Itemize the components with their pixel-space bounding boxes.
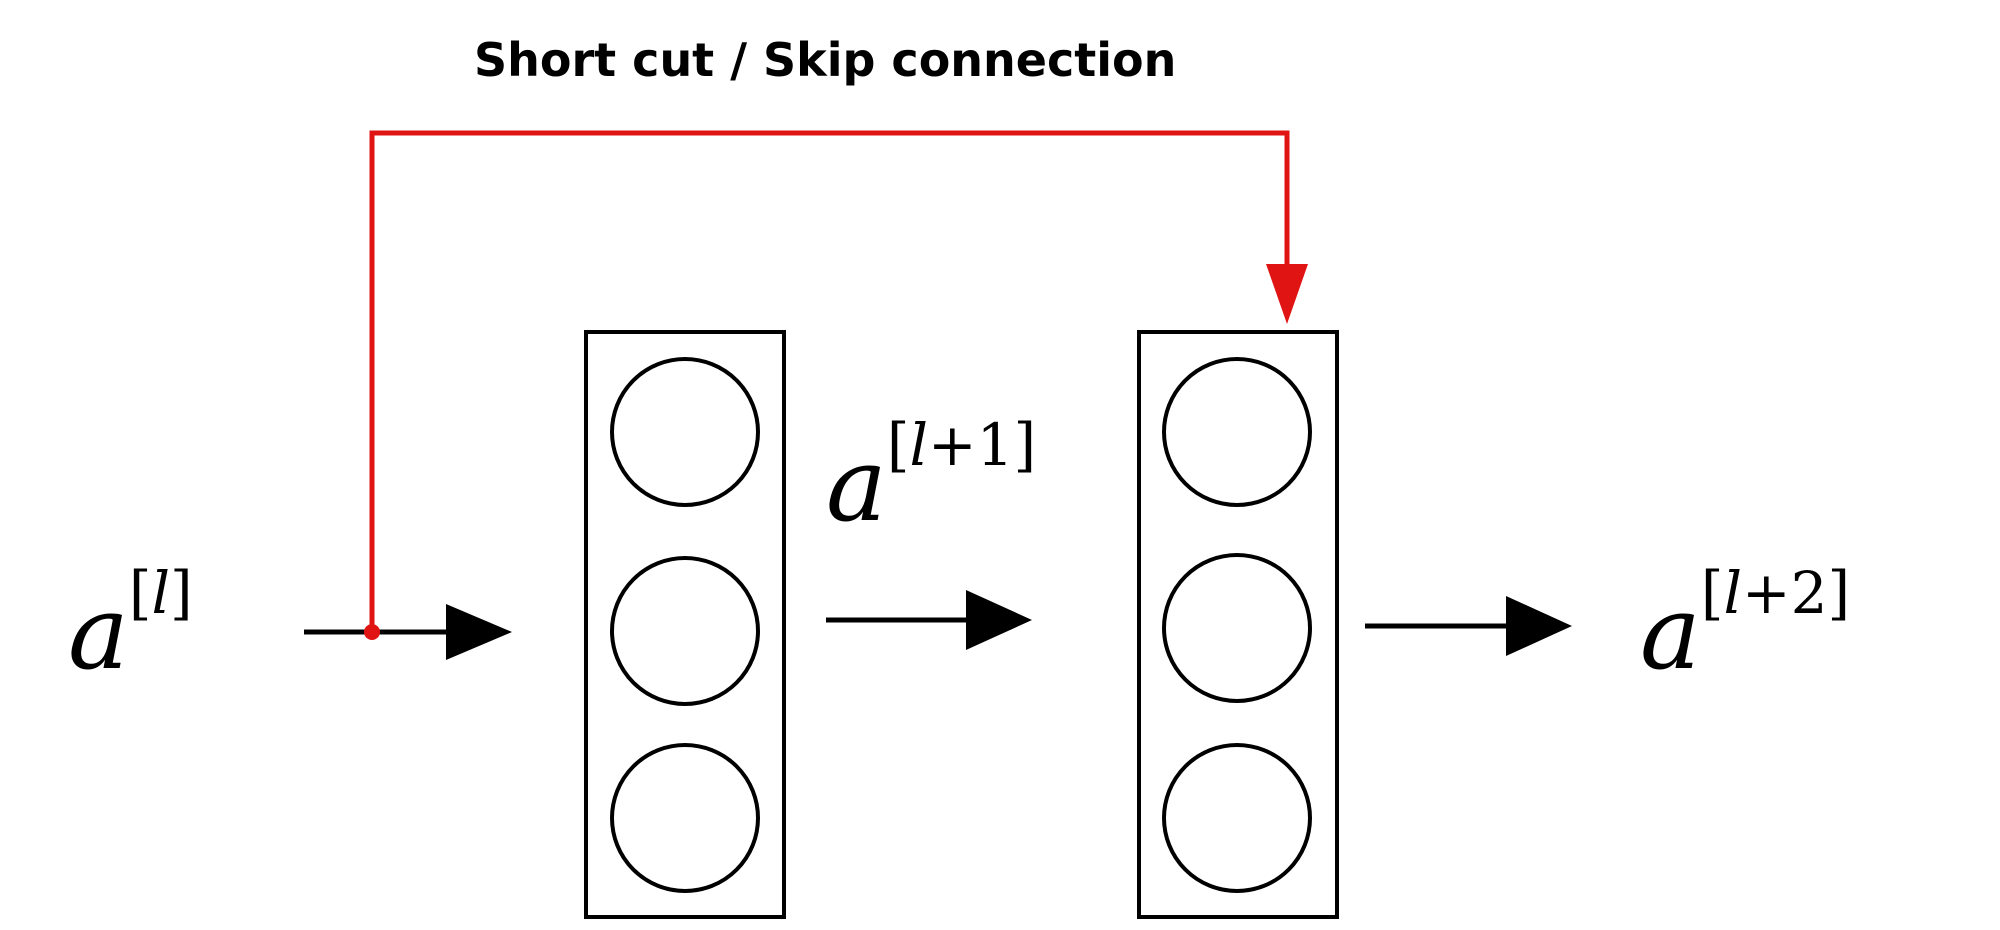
layer-2-node-2 — [1162, 553, 1312, 703]
input-label-bracket-close: ] — [170, 559, 193, 627]
skip-connection-arrowhead — [1266, 264, 1308, 324]
layer-2-node-3 — [1162, 743, 1312, 893]
output-label-offset: +2 — [1742, 559, 1828, 627]
output-label-base: a — [1640, 574, 1701, 693]
layer-2 — [1137, 330, 1339, 919]
layer-2-node-1 — [1162, 357, 1312, 507]
hidden-label-bracket-close: ] — [1014, 411, 1037, 479]
skip-connection-path — [369, 130, 1290, 632]
layer-2-box — [1137, 330, 1339, 919]
layer-1-node-1 — [610, 357, 760, 507]
layer-1-node-2 — [610, 556, 760, 706]
output-label-bracket-close: ] — [1828, 559, 1851, 627]
hidden-label-bracket-open: [ — [887, 411, 910, 479]
hidden-arrow — [826, 590, 1032, 650]
layer-1 — [584, 330, 786, 919]
layer-1-box — [584, 330, 786, 919]
output-label-index: l — [1723, 559, 1742, 627]
hidden-label-index: l — [909, 411, 928, 479]
hidden-activation-label: a[l+1] — [826, 411, 1036, 545]
input-activation-label: a[l] — [68, 559, 193, 693]
input-label-base: a — [68, 574, 129, 693]
output-activation-label: a[l+2] — [1640, 559, 1850, 693]
hidden-label-base: a — [826, 426, 887, 545]
input-label-bracket-open: [ — [129, 559, 152, 627]
hidden-label-offset: +1 — [928, 411, 1014, 479]
skip-connection-title: Short cut / Skip connection — [474, 33, 1176, 87]
input-label-index: l — [151, 559, 170, 627]
layer-1-node-3 — [610, 743, 760, 893]
input-arrow — [304, 604, 512, 660]
output-arrow — [1365, 596, 1572, 656]
skip-connection — [364, 130, 1308, 640]
skip-connection-origin-dot — [364, 624, 380, 640]
output-label-bracket-open: [ — [1701, 559, 1724, 627]
